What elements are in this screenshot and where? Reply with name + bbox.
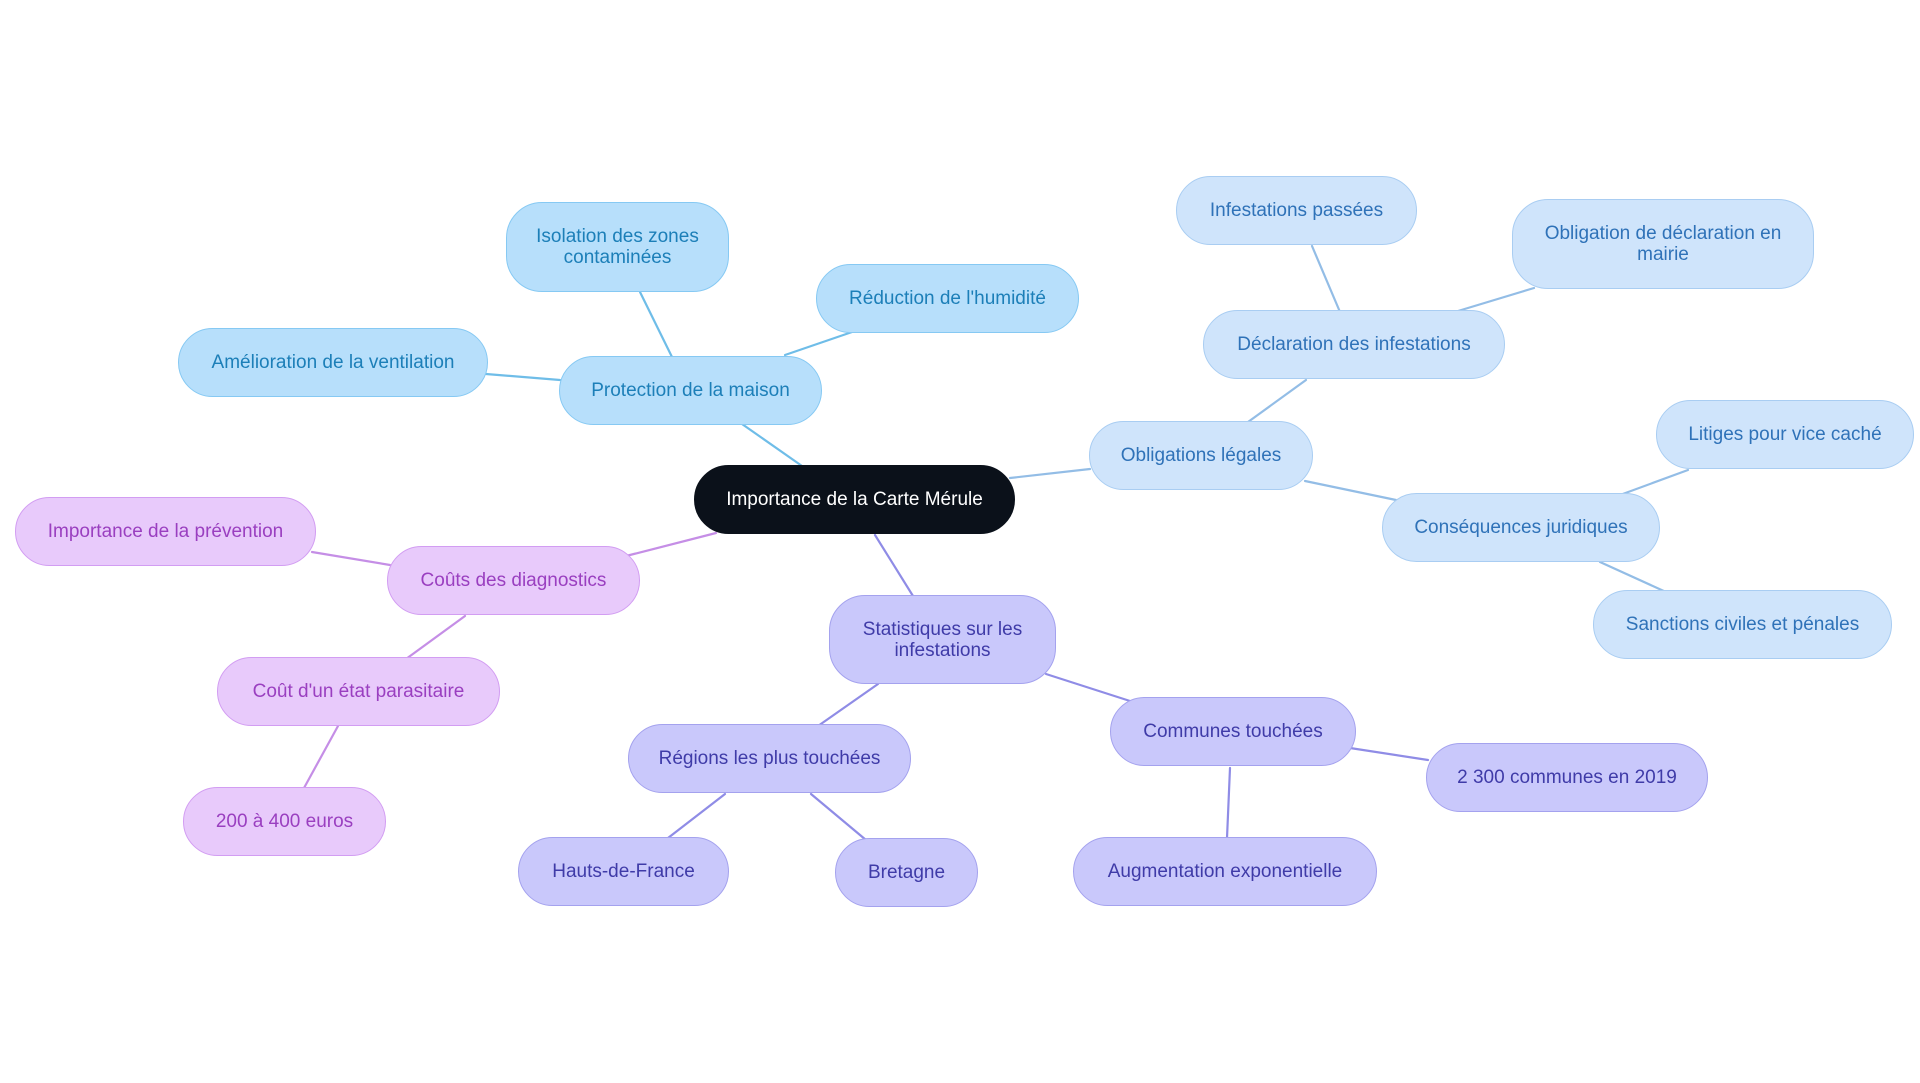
link-root-obligations [1008, 467, 1092, 480]
node-declaration-mairie[interactable]: Obligation de déclaration en mairie [1512, 199, 1814, 289]
node-bretagne[interactable]: Bretagne [835, 838, 978, 907]
link-communes-augmentation [1225, 766, 1232, 840]
link-protection-isolation [638, 290, 674, 359]
link-couts-prevention [310, 550, 392, 567]
link-root-couts [624, 531, 718, 558]
link-regions-bretagne [809, 792, 868, 842]
link-couts-etat [404, 614, 467, 661]
node-sanctions-civiles[interactable]: Sanctions civiles et pénales [1593, 590, 1892, 659]
link-communes-2300 [1348, 746, 1430, 762]
node-consequences-juridiques[interactable]: Conséquences juridiques [1382, 493, 1660, 562]
node-reduction-humidite[interactable]: Réduction de l'humidité [816, 264, 1079, 333]
node-protection-maison[interactable]: Protection de la maison [559, 356, 822, 425]
link-obligations-declaration [1246, 378, 1308, 424]
node-isolation-zones[interactable]: Isolation des zones contaminées [506, 202, 729, 292]
link-root-statistiques [873, 533, 915, 598]
node-obligations-legales[interactable]: Obligations légales [1089, 421, 1313, 490]
node-statistiques-infestations[interactable]: Statistiques sur les infestations [829, 595, 1056, 684]
node-communes-touchees[interactable]: Communes touchées [1110, 697, 1356, 766]
node-2300-communes[interactable]: 2 300 communes en 2019 [1426, 743, 1708, 812]
link-protection-humidite [783, 329, 857, 357]
link-declaration-mairie [1456, 286, 1536, 313]
node-amelioration-ventilation[interactable]: Amélioration de la ventilation [178, 328, 488, 397]
node-infestations-passees[interactable]: Infestations passées [1176, 176, 1417, 245]
link-consequences-litiges [1618, 468, 1690, 497]
link-obligations-consequences [1303, 479, 1398, 502]
root-node[interactable]: Importance de la Carte Mérule [694, 465, 1015, 534]
link-root-protection [740, 422, 804, 468]
node-hauts-de-france[interactable]: Hauts-de-France [518, 837, 729, 906]
link-statistiques-communes [1044, 672, 1132, 703]
node-200-400-euros[interactable]: 200 à 400 euros [183, 787, 386, 856]
node-declaration-infestations[interactable]: Déclaration des infestations [1203, 310, 1505, 379]
node-couts-diagnostics[interactable]: Coûts des diagnostics [387, 546, 640, 615]
node-importance-prevention[interactable]: Importance de la prévention [15, 497, 316, 566]
link-consequences-sanctions [1598, 560, 1668, 594]
link-regions-hauts [666, 792, 727, 840]
node-cout-etat-parasitaire[interactable]: Coût d'un état parasitaire [217, 657, 500, 726]
link-etat-prix [302, 724, 340, 790]
node-augmentation-exponentielle[interactable]: Augmentation exponentielle [1073, 837, 1377, 906]
node-regions-touchees[interactable]: Régions les plus touchées [628, 724, 911, 793]
link-protection-ventilation [484, 372, 562, 382]
node-litiges-vice-cache[interactable]: Litiges pour vice caché [1656, 400, 1914, 469]
link-declaration-passees [1310, 244, 1342, 314]
link-statistiques-regions [816, 682, 880, 728]
